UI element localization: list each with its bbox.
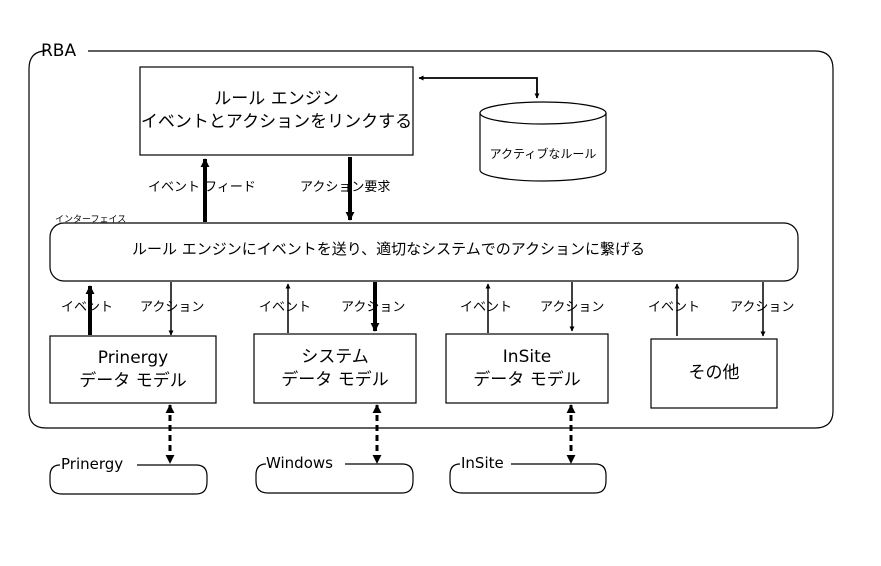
prinergy-external-label: Prinergy [61, 455, 124, 473]
prinergy-event-label: イベント [61, 300, 114, 315]
other-event-label: イベント [648, 300, 701, 315]
other-model-text: その他 [651, 339, 777, 408]
insite-model-text: InSite データ モデル [446, 334, 608, 403]
insite-model-subtitle: データ モデル [473, 369, 581, 390]
insite-external-box [449, 463, 607, 494]
insite-event-label: イベント [460, 300, 513, 315]
insite-model-box [445, 333, 609, 404]
prinergy-model-subtitle: データ モデル [79, 370, 187, 391]
active-rules-database [479, 101, 607, 182]
interface-label: インターフェイス [55, 215, 127, 225]
windows-external-box [255, 463, 414, 494]
action-request-label: アクション要求 [300, 180, 391, 195]
interface-text: ルール エンジンにイベントを送り、適切なシステムでのアクションに繋げる [132, 240, 645, 258]
rule-engine-subtitle: イベントとアクションをリンクする [140, 112, 413, 132]
system-action-label: アクション [341, 300, 406, 315]
event-feed-label: イベント フィード [148, 180, 256, 195]
prinergy-action-label: アクション [140, 300, 205, 315]
rule-engine-title: ルール エンジン [214, 89, 339, 110]
insite-external-label: InSite [461, 454, 504, 472]
system-model-text: システム データ モデル [254, 334, 416, 403]
other-model-box [650, 338, 778, 409]
rba-frame [28, 50, 834, 429]
prinergy-model-name: Prinergy [97, 347, 169, 368]
system-event-label: イベント [259, 300, 312, 315]
rule-engine-text: ルール エンジン イベントとアクションをリンクする [140, 67, 413, 155]
system-model-box [253, 333, 417, 404]
insite-model-name: InSite [502, 346, 552, 367]
rule-engine-box [139, 66, 414, 156]
prinergy-model-box [49, 335, 217, 404]
engine-database-connector [418, 75, 540, 99]
other-action-label: アクション [730, 300, 795, 315]
rba-label: RBA [41, 41, 77, 61]
insite-action-label: アクション [540, 300, 605, 315]
system-model-subtitle: データ モデル [281, 369, 389, 390]
interface-box [49, 222, 799, 282]
system-model-name: システム [301, 346, 369, 367]
other-model-name: その他 [688, 363, 740, 384]
windows-external-label: Windows [266, 454, 333, 472]
active-rules-label: アクティブなルール [489, 146, 597, 161]
prinergy-model-text: Prinergy データ モデル [50, 336, 216, 403]
prinergy-external-box [49, 464, 208, 495]
